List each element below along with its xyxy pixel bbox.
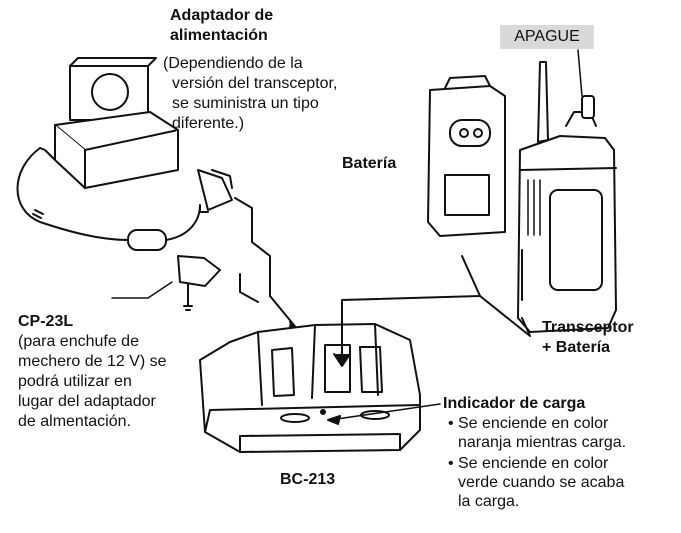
apague-pointer	[577, 49, 583, 97]
adapter-cable	[16, 147, 129, 241]
bullet2-line3: la carga.	[458, 493, 520, 510]
charger-drawing	[199, 323, 421, 453]
cp23l-note-line1: (para enchufe de	[18, 333, 139, 350]
cp23l-note-line5: de almentación.	[18, 413, 131, 430]
battery-drawing	[427, 75, 506, 237]
charge-indicator-bullet1: •Se enciende en color naranja mientras c…	[448, 415, 627, 451]
cp23l-title: CP-23L	[18, 313, 74, 330]
adapter-title-line1: Adaptador de	[170, 7, 274, 24]
transceiver-line	[341, 255, 481, 363]
cp23l-note-line4: lugar del adaptador	[18, 393, 156, 410]
charge-indicator-pointer	[329, 403, 441, 421]
bullet1-line2: naranja mientras carga.	[458, 434, 627, 451]
bullet2-line1: Se enciende en color	[458, 455, 609, 472]
charger-model-label: BC-213	[280, 471, 336, 488]
transceiver-drawing	[517, 61, 617, 333]
cp23l-note-line3: podrá utilizar en	[18, 373, 132, 390]
cp23l-plug	[177, 255, 221, 287]
ferrite-core	[127, 229, 167, 251]
bullet1-line1: Se enciende en color	[458, 415, 609, 432]
adapter-line	[234, 197, 299, 331]
cp23l-note-line2: mechero de 12 V) se	[18, 353, 167, 370]
adapter-note-line1: (Dependiendo de la	[163, 55, 303, 72]
ac-adapter-drawing	[39, 57, 179, 189]
transceiver-label-line2: + Batería	[542, 339, 611, 356]
adapter-plug	[197, 169, 233, 211]
cp23l-pointer	[111, 281, 173, 299]
charge-indicator-bullet2: •Se enciende en color verde cuando se ac…	[448, 455, 625, 510]
adapter-note-line4: diferente.)	[172, 115, 245, 132]
charge-indicator-title: Indicador de carga	[443, 395, 586, 412]
bullet2-line2: verde cuando se acaba	[458, 474, 625, 491]
apague-label: APAGUE	[500, 25, 594, 49]
battery-label: Batería	[342, 155, 397, 172]
adapter-title-line2: alimentación	[170, 27, 268, 44]
transceiver-label-line1: Transceptor	[542, 319, 634, 336]
adapter-note-line3: se suministra un tipo	[172, 95, 319, 112]
adapter-note-line2: versión del transceptor,	[172, 75, 338, 92]
